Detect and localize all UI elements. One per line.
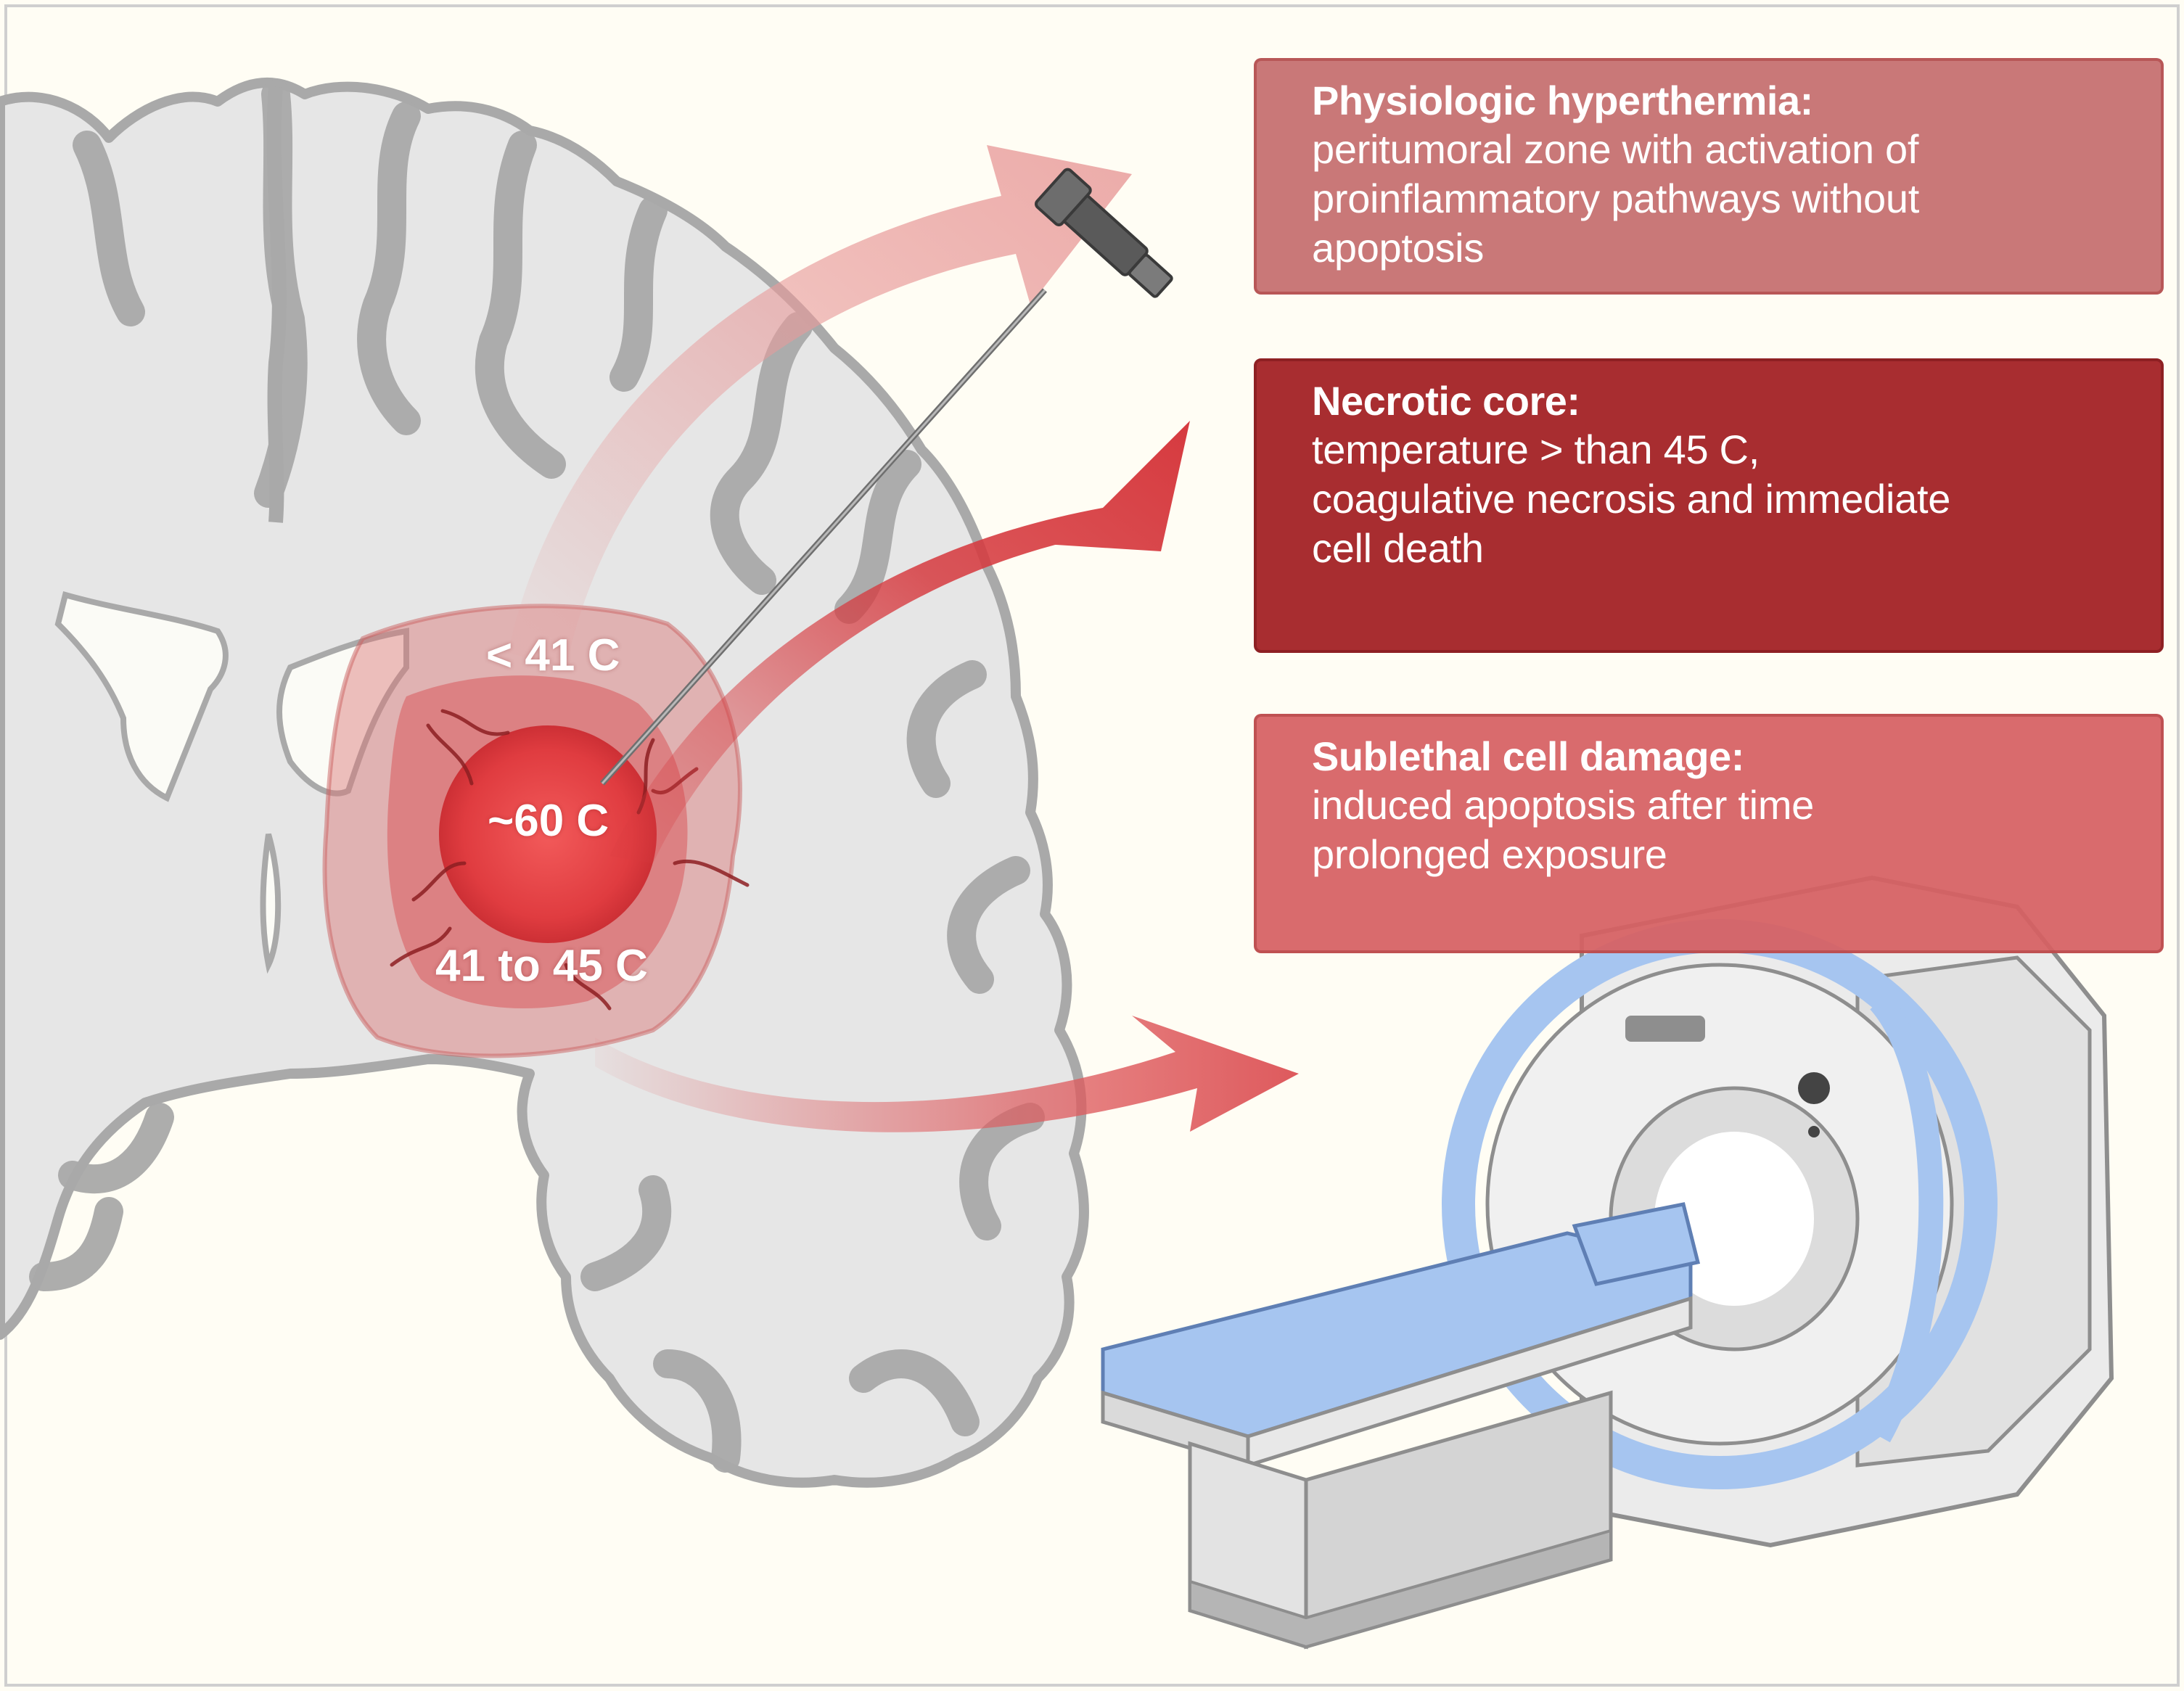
hyperthermia-line-2: proinflammatory pathways without: [1312, 176, 1919, 221]
hyperthermia-line-1: peritumoral zone with activation of: [1312, 126, 1919, 172]
sublethal-line-1: induced apoptosis after time: [1312, 782, 1815, 828]
outer-zone-label: < 41 C: [486, 630, 620, 680]
sublethal-title: Sublethal cell damage:: [1312, 733, 1744, 779]
necrotic-line-3: cell death: [1312, 525, 1484, 571]
sublethal-line-2: prolonged exposure: [1312, 831, 1667, 877]
necrotic-line-1: temperature > than 45 C,: [1312, 427, 1760, 472]
middle-zone-label: 41 to 45 C: [435, 941, 648, 991]
hyperthermia-title: Physiologic hyperthermia:: [1312, 78, 1813, 123]
ablation-zones: [322, 604, 750, 1058]
necrotic-title: Necrotic core:: [1312, 378, 1580, 424]
arrow-to-necrotic: [609, 421, 1190, 863]
hyperthermia-box: Physiologic hyperthermia: peritumoral zo…: [1254, 58, 2164, 295]
hyperthermia-line-3: apoptosis: [1312, 225, 1485, 271]
necrotic-box: Necrotic core: temperature > than 45 C, …: [1254, 358, 2164, 653]
sublethal-box: Sublethal cell damage: induced apoptosis…: [1254, 714, 2164, 953]
mri-scanner-icon: [1101, 875, 2114, 1650]
laser-probe-icon: [600, 168, 1173, 786]
necrotic-line-2: coagulative necrosis and immediate: [1312, 476, 1951, 522]
core-zone-label: ~60 C: [488, 796, 609, 846]
arrow-to-sublethal: [595, 1016, 1299, 1132]
